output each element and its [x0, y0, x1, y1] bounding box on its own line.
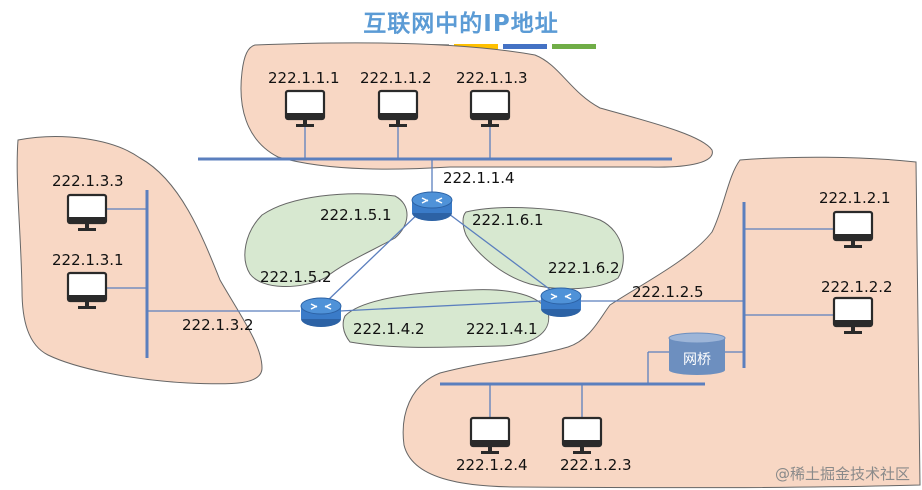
router-r2: [300, 297, 342, 327]
router-port-label: 222.1.3.2: [182, 316, 254, 334]
host-ip-label: 222.1.1.3: [456, 69, 528, 87]
link-area-r1-r3: [462, 207, 624, 290]
link-area-r2-r3: [342, 289, 550, 348]
bridge-label: 网桥: [683, 352, 711, 368]
host-ip-label: 222.1.1.2: [360, 69, 432, 87]
bridge: 网桥: [668, 332, 726, 375]
link-ip-label: 222.1.4.1: [466, 320, 538, 338]
router-port-label: 222.1.2.5: [632, 283, 704, 301]
bus-lines: [145, 157, 746, 386]
router-r3: [540, 287, 582, 317]
host-ip-label: 222.1.3.1: [52, 251, 124, 269]
connection-lines: [105, 124, 834, 420]
link-ip-label: 222.1.5.2: [260, 268, 332, 286]
color-swatch: [454, 44, 498, 49]
router-port-label: 222.1.1.4: [443, 169, 515, 187]
host-ip-label: 222.1.2.4: [456, 456, 528, 474]
watermark: @稀土掘金技术社区: [774, 465, 910, 483]
link-ip-label: 222.1.4.2: [353, 320, 425, 338]
host-ip-label: 222.1.2.2: [821, 278, 893, 296]
link-ip-label: 222.1.5.1: [320, 206, 392, 224]
link-area-r1-r2: [244, 193, 408, 287]
host-ip-label: 222.1.3.3: [52, 172, 124, 190]
color-swatch: [552, 44, 596, 49]
host-ip-label: 222.1.2.3: [560, 456, 632, 474]
color-swatch: [503, 44, 547, 49]
router-r1: [411, 191, 453, 221]
host-ip-label: 222.1.2.1: [819, 189, 891, 207]
link-ip-label: 222.1.6.2: [548, 259, 620, 277]
right-network-area: [402, 156, 921, 489]
page-title: 互联网中的IP地址: [363, 11, 559, 37]
link-ip-label: 222.1.6.1: [472, 211, 544, 229]
host-ip-label: 222.1.1.1: [268, 69, 340, 87]
